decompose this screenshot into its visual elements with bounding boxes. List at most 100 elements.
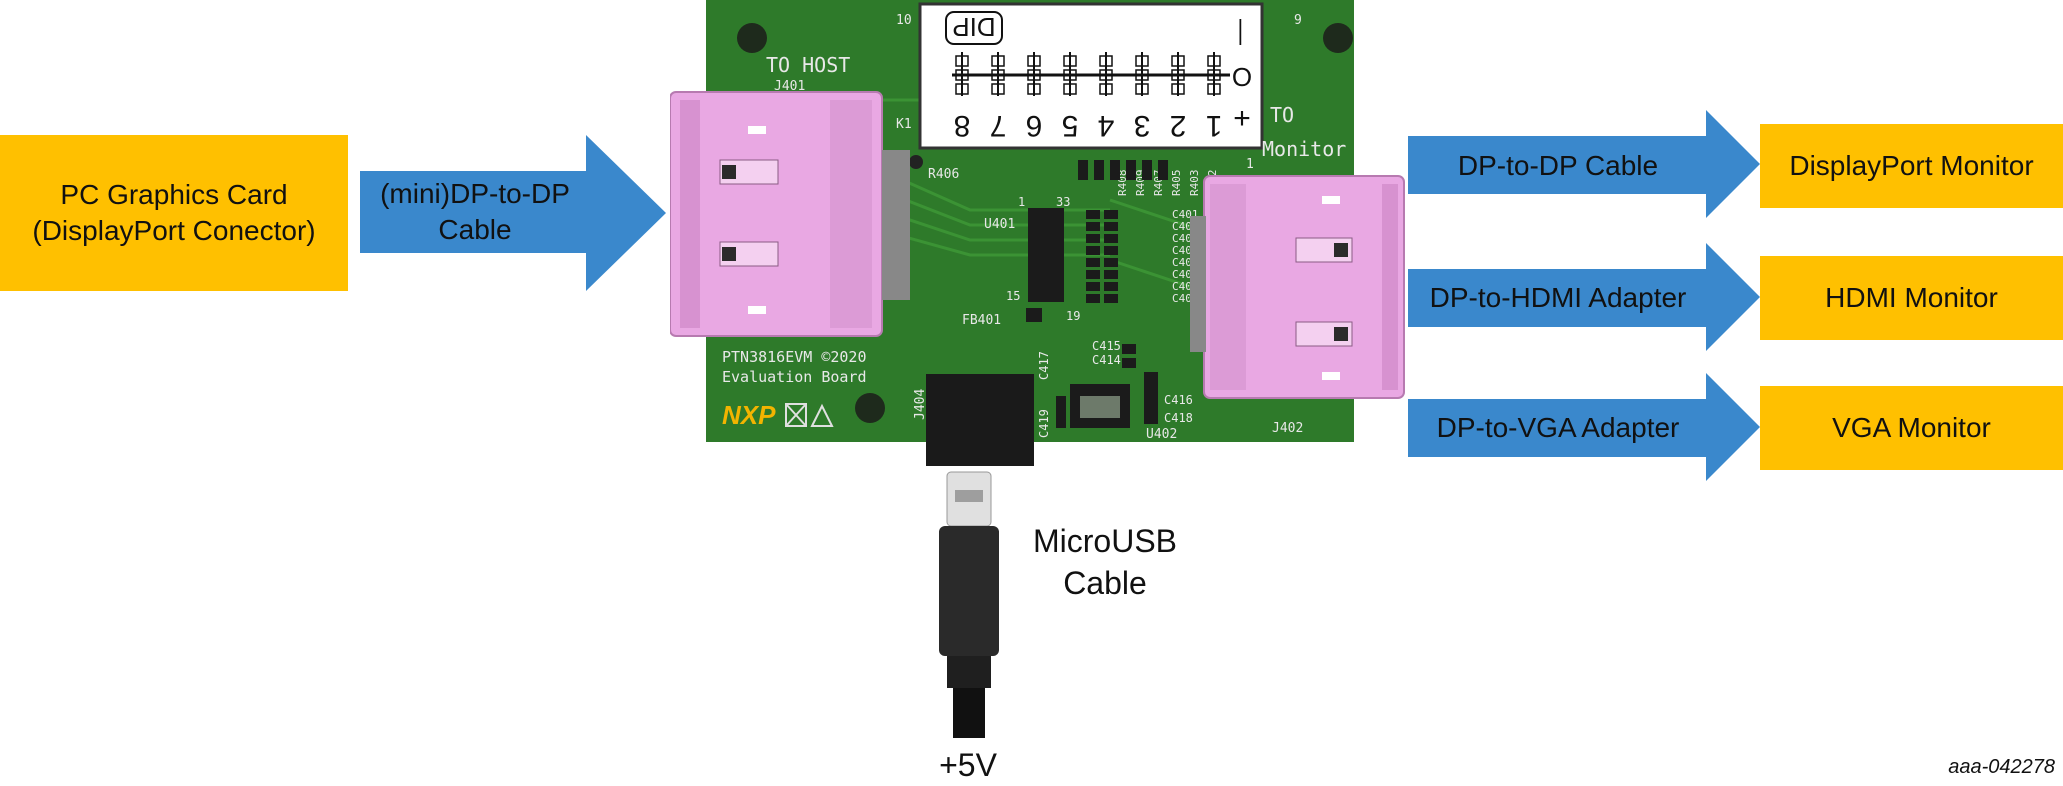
component [1104,294,1118,303]
power-voltage-label: +5V [939,747,997,783]
microusb-label-line2: Cable [1063,565,1147,601]
silk-resistor-label: R403 [1188,170,1201,197]
silk-c415: C415 [1092,339,1121,353]
microusb-cable [939,471,999,738]
silk-resistor-label: R405 [1170,170,1183,197]
silk-k1: K1 [896,117,912,132]
input-cable-label-line2: Cable [438,214,512,245]
dp-connector-j401 [670,91,910,337]
dip-symbol-plus: + [1233,102,1251,135]
pc-graphics-card-box: PC Graphics Card (DisplayPort Conector) [0,135,348,291]
dp-connector-j402 [1190,175,1405,399]
component [1104,210,1118,219]
input-cable-arrow [360,135,666,291]
small-components [1026,160,1168,428]
dip-label-frame [945,11,1003,45]
component [1086,210,1100,219]
dip-number: 5 [1062,109,1079,142]
microusb-label-line1: MicroUSB [1032,523,1177,559]
silk-c414: C414 [1092,353,1121,367]
r406-pad [909,155,923,169]
silk-u401: U401 [984,217,1015,232]
silk-to-host: TO HOST [766,53,850,77]
dip-number: 4 [1098,109,1115,142]
output-arrow-dp [1408,110,1760,218]
mounting-hole [855,393,885,423]
chip-u402 [1144,372,1158,424]
mounting-hole [737,23,767,53]
hdmi-monitor-box: HDMI Monitor [1760,256,2063,340]
silk-u402: U402 [1146,427,1177,442]
component [1122,344,1136,354]
dip-number: 1 [1206,109,1223,142]
displayport-monitor-box: DisplayPort Monitor [1760,124,2063,208]
vga-monitor-box: VGA Monitor [1760,386,2063,470]
silk-c416: C416 [1164,393,1193,407]
dip-number: 3 [1134,109,1151,142]
silk-c417: C417 [1037,351,1051,380]
component [1104,234,1118,243]
output-arrow-vga [1408,373,1760,481]
silk-c418: C418 [1164,411,1193,425]
figure-id: aaa-042278 [1948,756,2055,778]
dip-number: 2 [1170,109,1187,142]
pc-graphics-card-sublabel: (DisplayPort Conector) [32,215,316,246]
component [1094,160,1104,180]
mounting-hole [1323,23,1353,53]
component [1104,270,1118,279]
silk-pin9: 9 [1294,13,1302,28]
component [1086,222,1100,231]
compliance-marks-icon [785,403,834,427]
output-cable-label-dp: DP-to-DP Cable [1457,150,1659,181]
silk-pin33: 33 [1056,195,1070,209]
component [1086,294,1100,303]
dip-symbol-o: O [1232,62,1252,92]
input-cable-label-line1: (mini)DP-to-DP [380,178,570,209]
silk-pin19: 19 [1066,309,1080,323]
silk-j401: J401 [774,79,805,94]
component [1086,258,1100,267]
silk-j404: J404 [913,389,928,420]
silk-monitor: Monitor [1262,137,1346,161]
component [1158,160,1168,180]
dip-lever: 6 [1026,52,1043,142]
input-cable-label: (mini)DP-to-DP Cable [360,171,590,253]
output-cable-label-vga: DP-to-VGA Adapter [1436,412,1680,443]
component [1126,160,1136,180]
microusb-receptacle [926,374,1034,466]
silk-pin15: 15 [1006,289,1020,303]
component [1104,282,1118,291]
silk-j402: J402 [1272,421,1303,436]
dip-title: DIP [952,12,995,42]
silk-c419: C419 [1037,409,1051,438]
silk-board-desc: Evaluation Board [722,368,867,386]
component [1104,246,1118,255]
microusb-cable-label: MicroUSB Cable [1010,520,1200,604]
silk-board-name: PTN3816EVM ©2020 [722,348,867,366]
dip-lever: 2 [1170,52,1187,142]
silk-pin1b: 1 [1246,157,1254,172]
component [1086,234,1100,243]
component [1086,282,1100,291]
dip-symbol-minus: — [1228,19,1258,45]
component [1142,160,1152,180]
component [1110,160,1120,180]
silk-pin10: 10 [896,13,912,28]
output-cable-label-hdmi: DP-to-HDMI Adapter [1429,282,1687,313]
dip-number: 7 [990,109,1007,142]
chip-u401 [1028,208,1064,302]
silk-r406: R406 [928,167,959,182]
silk-to: TO [1270,103,1294,127]
component [1086,246,1100,255]
pc-graphics-card-label: PC Graphics Card [60,179,288,210]
dip-number: 6 [1026,109,1043,142]
component [1056,396,1066,428]
component [1104,258,1118,267]
component [1122,358,1136,368]
silk-fb401: FB401 [962,313,1001,328]
silk-pin1: 1 [1018,195,1025,209]
component [1026,308,1042,322]
component [1086,270,1100,279]
